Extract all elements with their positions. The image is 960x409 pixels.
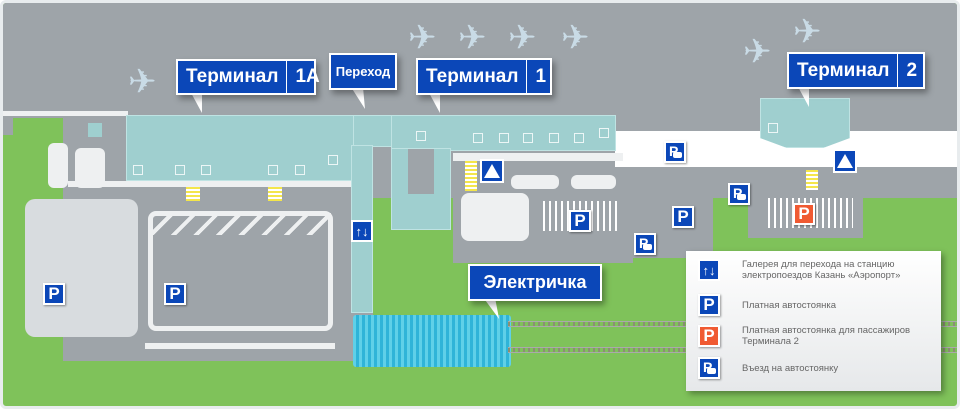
legend-item: P Платная автостоянка bbox=[698, 294, 932, 316]
road bbox=[145, 343, 335, 349]
gallery-icon bbox=[201, 165, 211, 175]
gallery-icon bbox=[574, 133, 584, 143]
gallery-icon bbox=[295, 165, 305, 175]
road bbox=[453, 153, 623, 161]
gallery-icon bbox=[328, 155, 338, 165]
gallery-icon bbox=[175, 165, 185, 175]
transition-building bbox=[353, 115, 393, 147]
transition-sign: Переход bbox=[329, 53, 397, 90]
gallery-icon bbox=[268, 165, 278, 175]
train-sign: Электричка bbox=[468, 264, 602, 301]
airplane-icon: ✈ bbox=[128, 63, 157, 101]
road bbox=[68, 181, 358, 187]
parking-entrance-icon: P bbox=[728, 183, 750, 205]
airplane-icon: ✈ bbox=[793, 13, 822, 51]
parking-lot-p1 bbox=[25, 199, 138, 337]
gallery-icon bbox=[549, 133, 559, 143]
gallery-icon bbox=[768, 123, 778, 133]
legend: ↑↓ Галерея для перехода на станцию элект… bbox=[686, 251, 941, 391]
gallery-icon: ↑↓ bbox=[698, 259, 720, 281]
terminal-label: Терминал bbox=[186, 66, 279, 87]
gallery-icon bbox=[523, 133, 533, 143]
terminal-number: 1 bbox=[526, 60, 554, 93]
parking-lot bbox=[461, 193, 529, 241]
airplane-icon: ✈ bbox=[561, 19, 590, 57]
parking-icon: P bbox=[672, 206, 694, 228]
parking-icon: P bbox=[569, 210, 591, 232]
legend-text: Платная автостоянка bbox=[742, 299, 837, 311]
road bbox=[511, 175, 559, 189]
airplane-icon: ✈ bbox=[458, 19, 487, 57]
pedestrian-crossing-icon bbox=[480, 159, 504, 183]
terminal-1-sign: Терминал 1 bbox=[416, 58, 552, 95]
road bbox=[571, 175, 616, 189]
terminal-label: Терминал bbox=[426, 65, 519, 87]
parking-icon: P bbox=[698, 294, 720, 316]
road bbox=[75, 148, 105, 188]
terminal-1a-sign: Терминал 1А bbox=[176, 59, 320, 95]
parking-entrance-icon: P bbox=[698, 357, 720, 379]
terminal-1a-building bbox=[126, 115, 354, 181]
crosswalk bbox=[268, 187, 282, 201]
airplane-icon: ✈ bbox=[508, 19, 537, 57]
crosswalk bbox=[465, 161, 477, 191]
parking-orange-icon: P bbox=[793, 203, 815, 225]
courtyard bbox=[408, 149, 434, 194]
crosswalk bbox=[806, 170, 818, 190]
gallery-icon bbox=[499, 133, 509, 143]
gallery-icon bbox=[416, 131, 426, 141]
terminal-number: 2 bbox=[897, 54, 925, 87]
road bbox=[48, 143, 68, 188]
parking-icon: P bbox=[43, 283, 65, 305]
gallery-icon bbox=[599, 128, 609, 138]
airplane-icon: ✈ bbox=[408, 19, 437, 57]
parking-entrance-icon: P bbox=[634, 233, 656, 255]
gallery-icon bbox=[133, 165, 143, 175]
airplane-icon: ✈ bbox=[743, 33, 772, 71]
terminal-2-sign: Терминал 2 bbox=[787, 52, 925, 89]
legend-item: P Платная автостоянка для пассажиров Тер… bbox=[698, 325, 932, 347]
legend-text: Платная автостоянка для пассажиров Терми… bbox=[742, 325, 911, 347]
building bbox=[88, 123, 102, 137]
legend-text: Въезд на автостоянку bbox=[742, 362, 839, 374]
legend-item: P Въезд на автостоянку bbox=[698, 357, 932, 379]
gallery-icon bbox=[473, 133, 483, 143]
parking-entrance-icon: P bbox=[664, 141, 686, 163]
parking-lot-structure bbox=[153, 213, 331, 235]
train-station bbox=[353, 315, 511, 367]
road bbox=[3, 111, 128, 116]
legend-item: ↑↓ Галерея для перехода на станцию элект… bbox=[698, 259, 932, 281]
parking-orange-icon: P bbox=[698, 325, 720, 347]
legend-text: Галерея для перехода на станцию электроп… bbox=[742, 259, 901, 281]
transition-label: Переход bbox=[335, 64, 391, 79]
train-label: Электричка bbox=[483, 272, 587, 292]
pedestrian-crossing-icon bbox=[833, 149, 857, 173]
gallery-icon: ↑↓ bbox=[351, 220, 373, 242]
crosswalk bbox=[186, 187, 200, 201]
parking-icon: P bbox=[164, 283, 186, 305]
terminal-number: 1А bbox=[286, 61, 327, 93]
terminal-label: Терминал bbox=[797, 59, 890, 81]
